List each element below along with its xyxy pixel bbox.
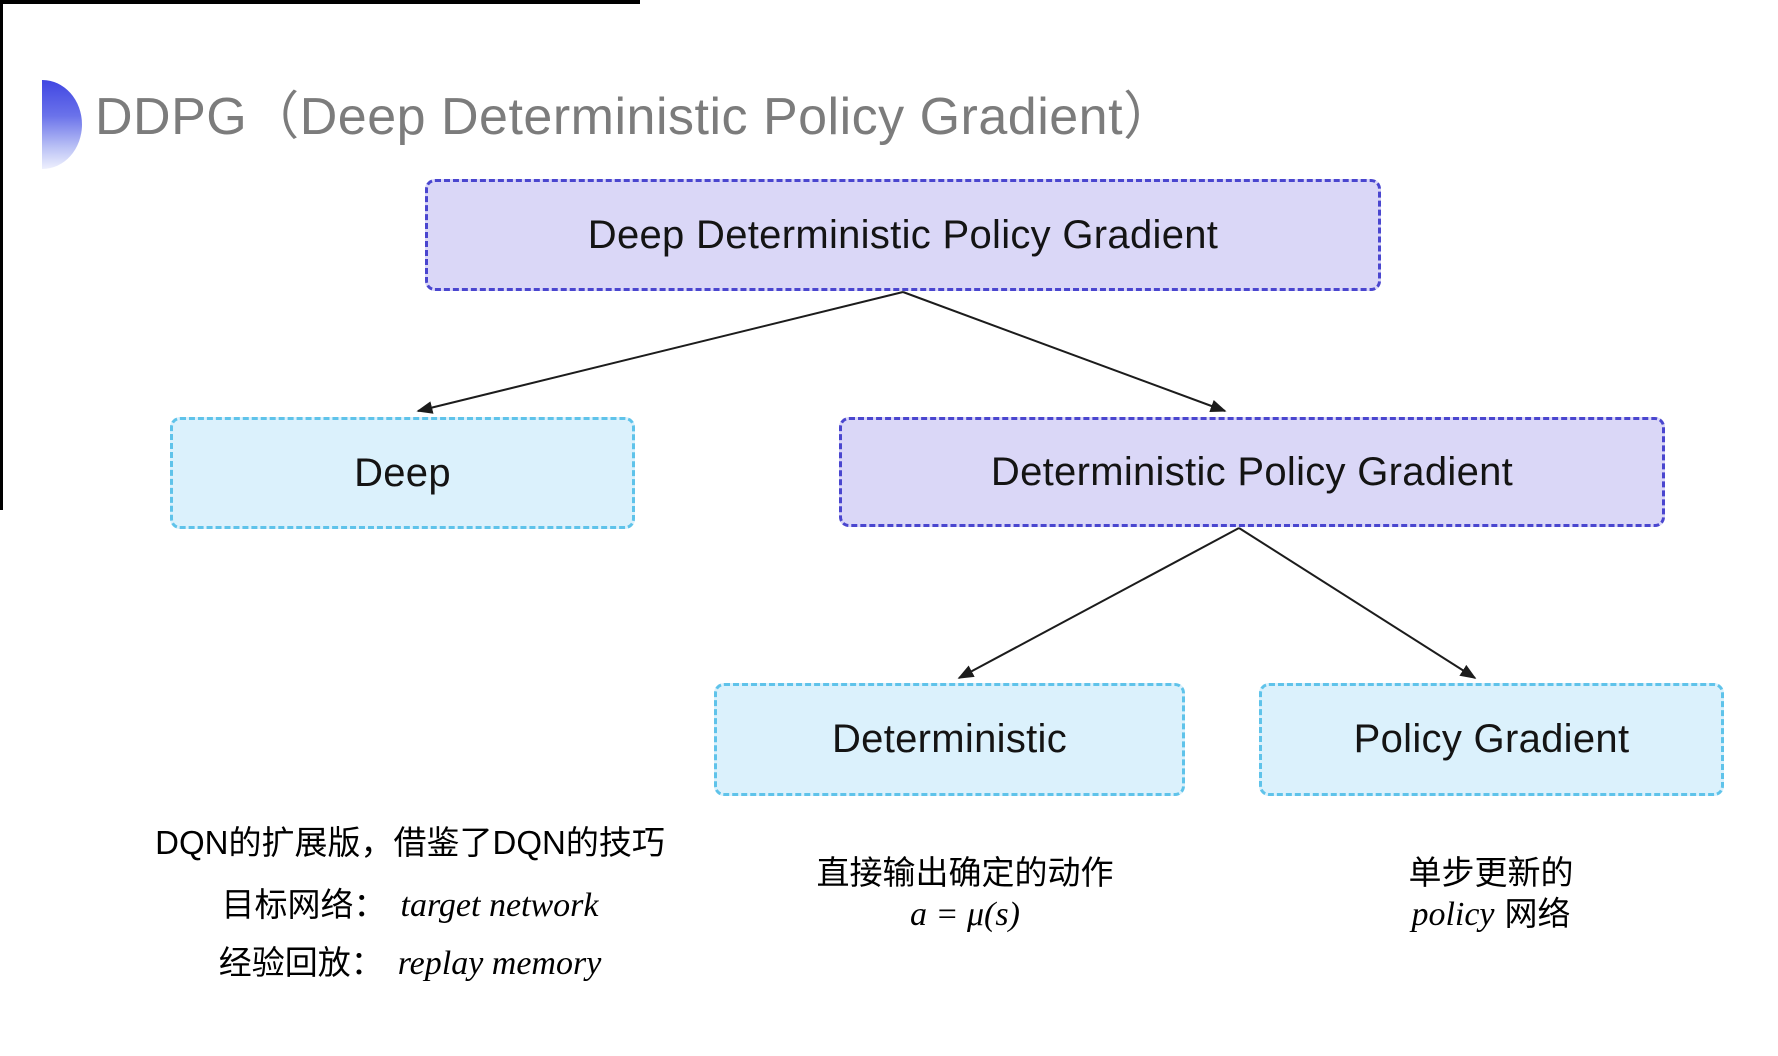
title-bullet-ornament [42,80,82,169]
note-deep-line3-label: 经验回放： [218,944,384,981]
arrow-root-to-deep [416,291,904,414]
node-root-label: Deep Deterministic Policy Gradient [587,212,1219,257]
note-deep-line3: 经验回放： replay memory [130,942,690,986]
arrow-dpg-to-policy-gradient [1238,527,1477,679]
note-deterministic-formula: a = μ(s) [760,893,1170,937]
note-policy-gradient-line1: 单步更新的 [1408,854,1574,891]
note-policy-gradient-suffix: 网络 [1504,895,1571,932]
node-deterministic: Deterministic [714,683,1185,796]
note-deep-line2-label: 目标网络： [221,886,387,923]
node-deterministic-policy-gradient: Deterministic Policy Gradient [839,417,1665,527]
frame-edge-top [0,0,640,4]
note-deep-line3-term: replay memory [397,945,602,982]
node-policy-gradient: Policy Gradient [1259,683,1724,796]
node-deterministic-label: Deterministic [831,717,1068,761]
note-deep-line2-term: target network [400,887,599,924]
node-deep-label: Deep [354,450,451,495]
note-deep-line1: DQN的扩展版，借鉴了DQN的技巧 [155,824,665,861]
node-root: Deep Deterministic Policy Gradient [425,179,1381,291]
note-deterministic-line1: 直接输出确定的动作 [816,854,1114,891]
arrow-dpg-to-deterministic [957,527,1240,679]
node-dpg-label: Deterministic Policy Gradient [990,449,1514,494]
page-title: DDPG（Deep Deterministic Policy Gradient） [95,88,1176,146]
formula-text: a = μ(s) [910,896,1020,933]
note-policy-gradient-term: policy [1411,896,1495,933]
node-policy-gradient-label: Policy Gradient [1353,717,1630,761]
frame-edge-left [0,0,3,510]
arrow-root-to-dpg [902,291,1227,413]
note-deep-line2: 目标网络： target network [130,884,690,928]
node-deep: Deep [170,417,635,529]
